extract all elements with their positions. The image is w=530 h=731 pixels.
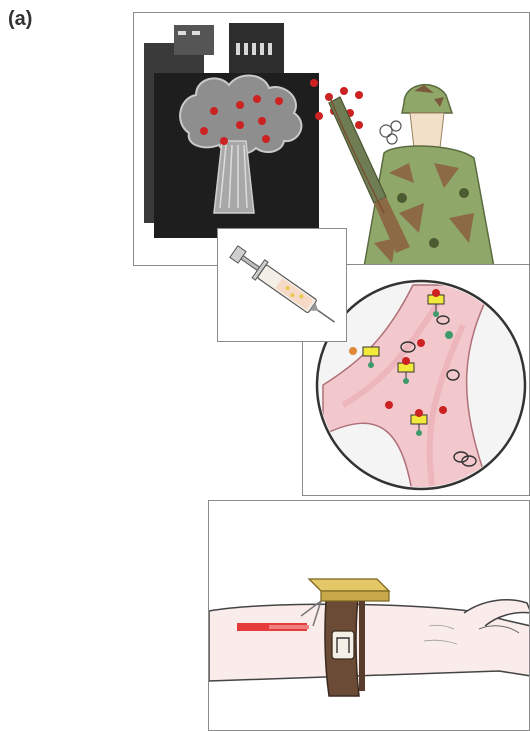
wrist-sensor-illustration — [209, 501, 530, 731]
forearm — [209, 600, 530, 681]
wrist-sensor-panel — [208, 500, 530, 731]
syringe-icon — [218, 229, 347, 342]
panel-label: (a) — [8, 8, 32, 31]
syringe-panel — [217, 228, 347, 342]
